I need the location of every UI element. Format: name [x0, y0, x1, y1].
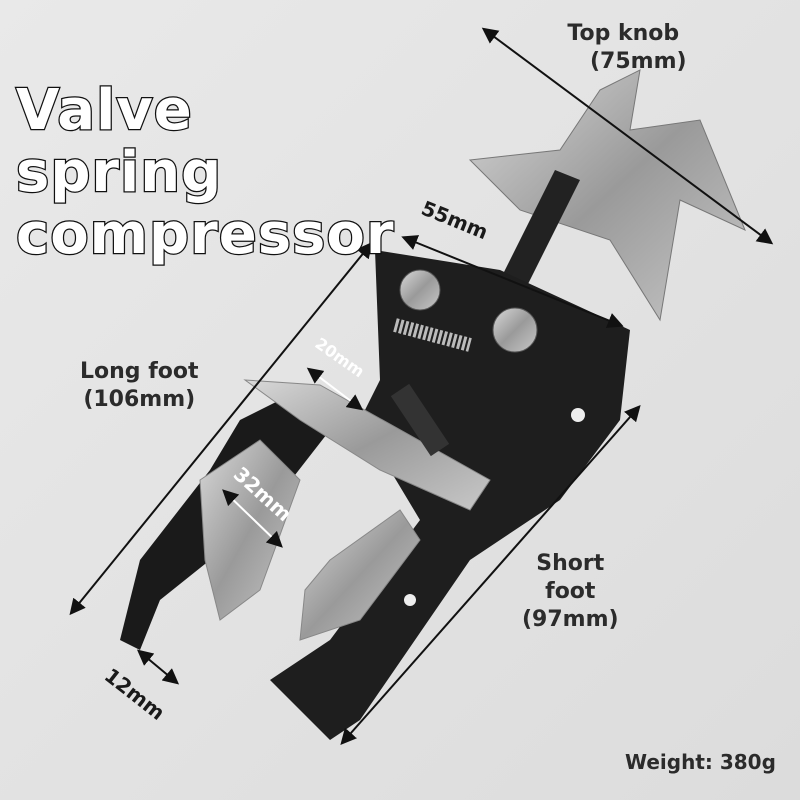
hole	[404, 594, 416, 606]
long-foot-label: Long foot (106mm)	[80, 358, 199, 414]
label-text: foot	[545, 579, 596, 604]
weight-label: Weight: 380g	[625, 750, 776, 774]
short-foot-label: Short foot (97mm)	[522, 550, 619, 634]
label-text: Long foot	[80, 359, 199, 384]
long-foot-dimension	[69, 241, 373, 616]
short-foot-dimension	[340, 405, 641, 745]
label-size: (97mm)	[522, 607, 619, 632]
title-line: spring	[15, 140, 223, 205]
spring	[393, 318, 472, 352]
label-text: Short	[536, 551, 605, 576]
bolt	[492, 307, 538, 353]
title-line: compressor	[15, 202, 395, 267]
hole	[571, 408, 585, 422]
product-title: Valve spring compressor	[15, 78, 395, 267]
tip-dimension	[136, 649, 180, 685]
width-dimension	[401, 235, 624, 328]
title-line: Valve	[15, 78, 193, 143]
top-knob-dimension	[481, 27, 774, 245]
jaw-dimension	[222, 489, 283, 548]
label-size: (106mm)	[83, 387, 196, 412]
label-size: (75mm)	[590, 49, 687, 74]
top-knob-label: Top knob (75mm)	[560, 20, 687, 76]
slot-dimension	[306, 367, 364, 411]
label-text: Top knob	[567, 21, 680, 46]
bolt	[399, 269, 441, 311]
